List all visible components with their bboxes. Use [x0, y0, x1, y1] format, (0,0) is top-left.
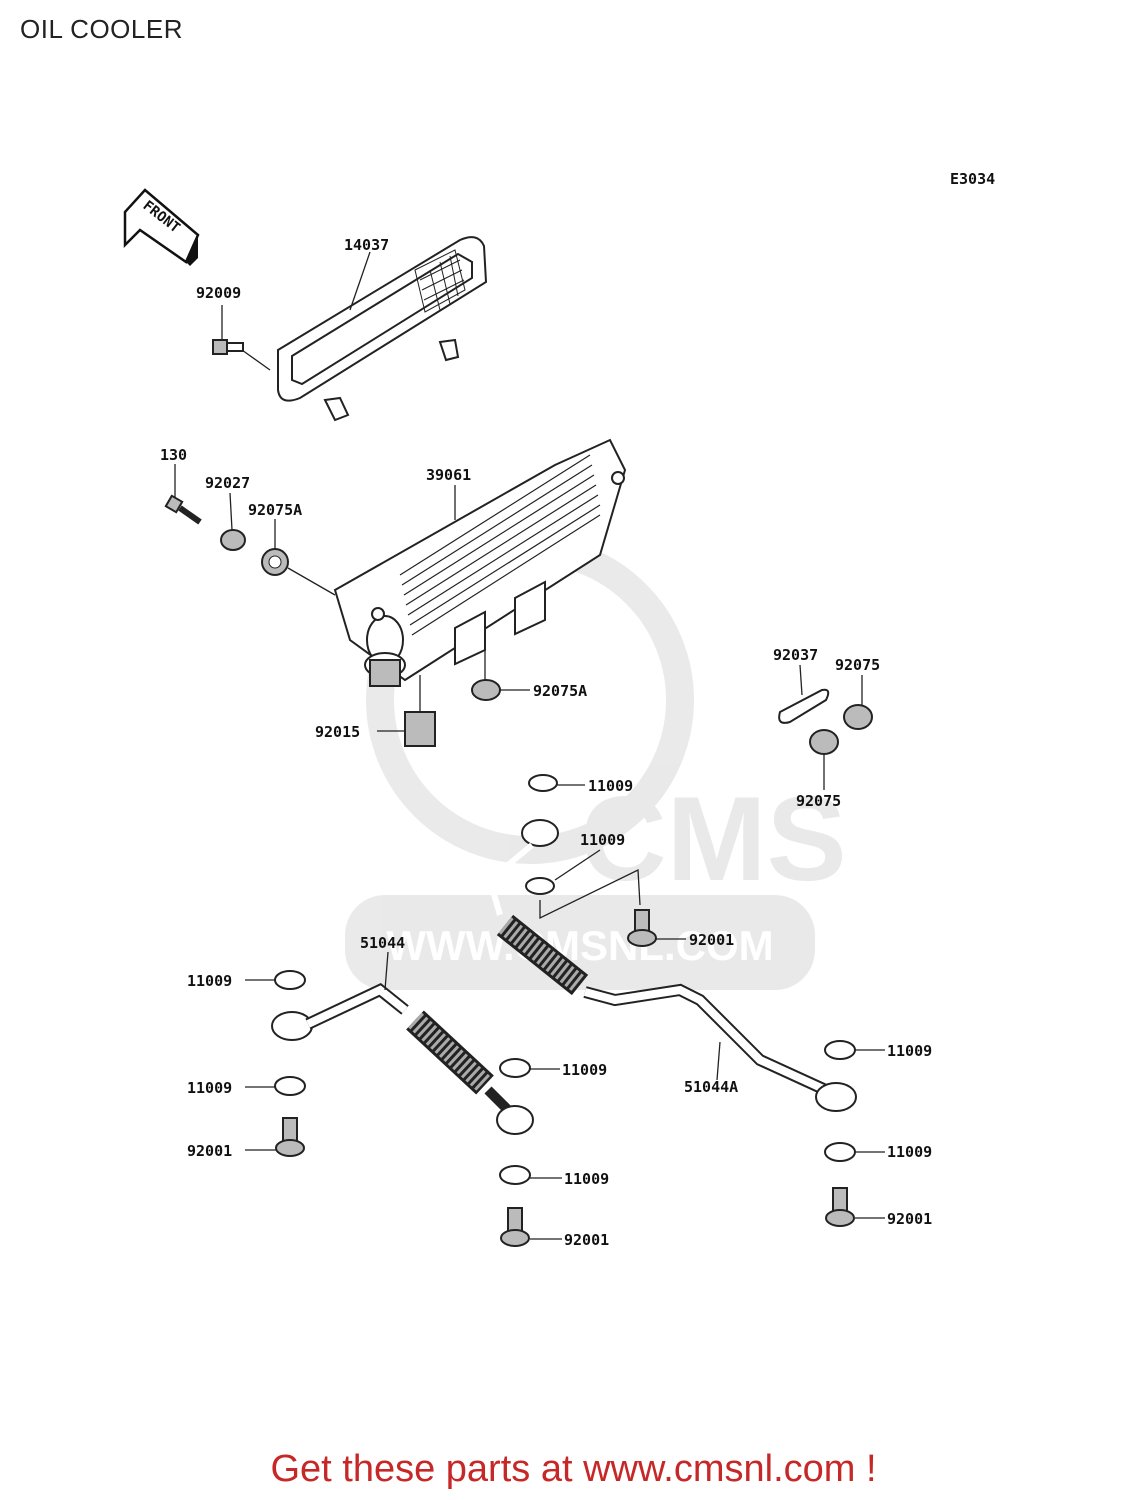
label-14037: 14037 — [344, 236, 389, 254]
clamp-92015 — [404, 711, 436, 747]
part-labels: 14037 92009 130 92027 92075A 39061 92075… — [160, 236, 932, 1249]
parts-diagram: CMS WWW.CMSNL.COM E3034 FRONT — [123, 170, 995, 1249]
clip-92037 — [778, 688, 830, 724]
collar-92027 — [220, 529, 246, 551]
label-11009-f: 11009 — [887, 1042, 932, 1060]
label-92001-d: 92001 — [887, 1210, 932, 1228]
label-92001-b: 92001 — [187, 1142, 232, 1160]
label-39061: 39061 — [426, 466, 471, 484]
label-92075-lower: 92075 — [796, 792, 841, 810]
leader-lines — [174, 251, 885, 1240]
grommet-92075a-lower — [471, 679, 501, 701]
cover-frame-14037 — [277, 236, 488, 422]
label-92009: 92009 — [196, 284, 241, 302]
bolt-130 — [164, 494, 202, 525]
label-11009-e: 11009 — [562, 1061, 607, 1079]
label-92075-upper: 92075 — [835, 656, 880, 674]
label-92075a-lower: 92075A — [533, 682, 587, 700]
label-11009-h: 11009 — [887, 1143, 932, 1161]
label-51044: 51044 — [360, 934, 405, 952]
oil-cooler-39061 — [333, 438, 627, 687]
label-92001-a: 92001 — [689, 931, 734, 949]
label-11009-g: 11009 — [564, 1170, 609, 1188]
label-92015: 92015 — [315, 723, 360, 741]
label-130: 130 — [160, 446, 187, 464]
watermark-site: WWW.CMSNL.COM — [386, 922, 773, 969]
banjo-bolts-92001 — [275, 909, 855, 1247]
bolt-92009 — [212, 339, 244, 355]
grommets-92075 — [809, 704, 873, 755]
label-11009-b: 11009 — [580, 831, 625, 849]
front-arrow-icon: FRONT — [123, 188, 200, 266]
label-11009-c: 11009 — [187, 972, 232, 990]
label-92027: 92027 — [205, 474, 250, 492]
oil-hose-51044a — [486, 819, 857, 1112]
footer-link[interactable]: Get these parts at www.cmsnl.com ! — [270, 1448, 877, 1490]
diagram-ref: E3034 — [950, 170, 995, 188]
oil-hose-51044 — [271, 982, 534, 1135]
label-51044a: 51044A — [684, 1078, 738, 1096]
watermark-brand: CMS — [580, 772, 847, 906]
label-92075a-upper: 92075A — [248, 501, 302, 519]
label-11009-d: 11009 — [187, 1079, 232, 1097]
label-11009-a: 11009 — [588, 777, 633, 795]
label-92001-c: 92001 — [564, 1231, 609, 1249]
grommet-92075a — [261, 548, 289, 576]
label-92037: 92037 — [773, 646, 818, 664]
page-title: OIL COOLER — [20, 14, 183, 44]
